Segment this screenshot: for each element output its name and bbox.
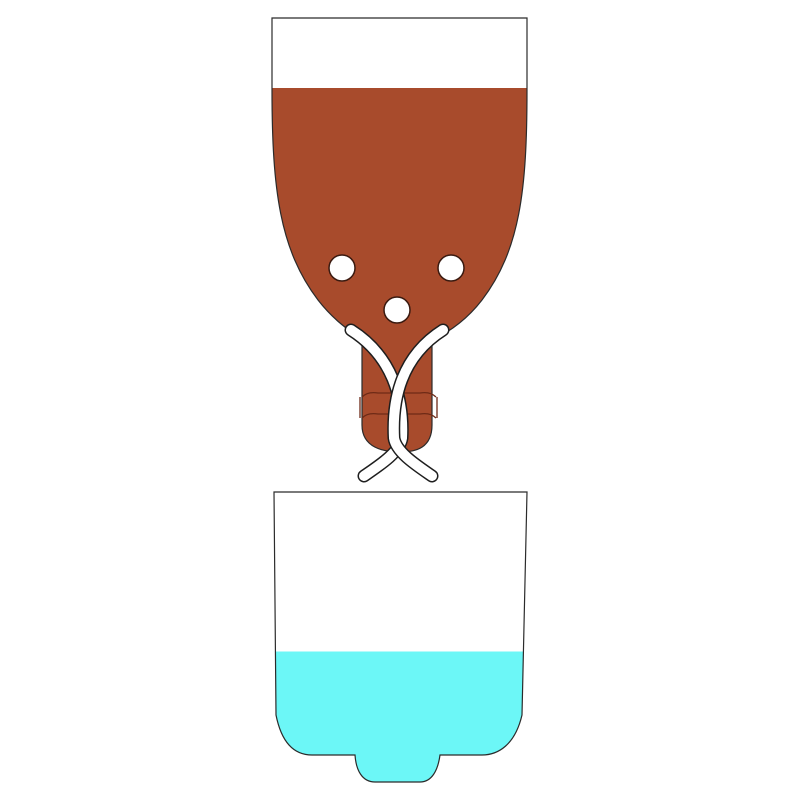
drainage-hole — [328, 254, 356, 282]
reservoir-outline — [273, 491, 528, 783]
water-reservoir — [273, 491, 528, 783]
wick — [344, 323, 450, 483]
upper-bottle-empty-space — [272, 18, 527, 90]
drainage-hole — [437, 254, 465, 282]
water-fill — [274, 651, 527, 782]
drainage-hole — [383, 296, 411, 324]
